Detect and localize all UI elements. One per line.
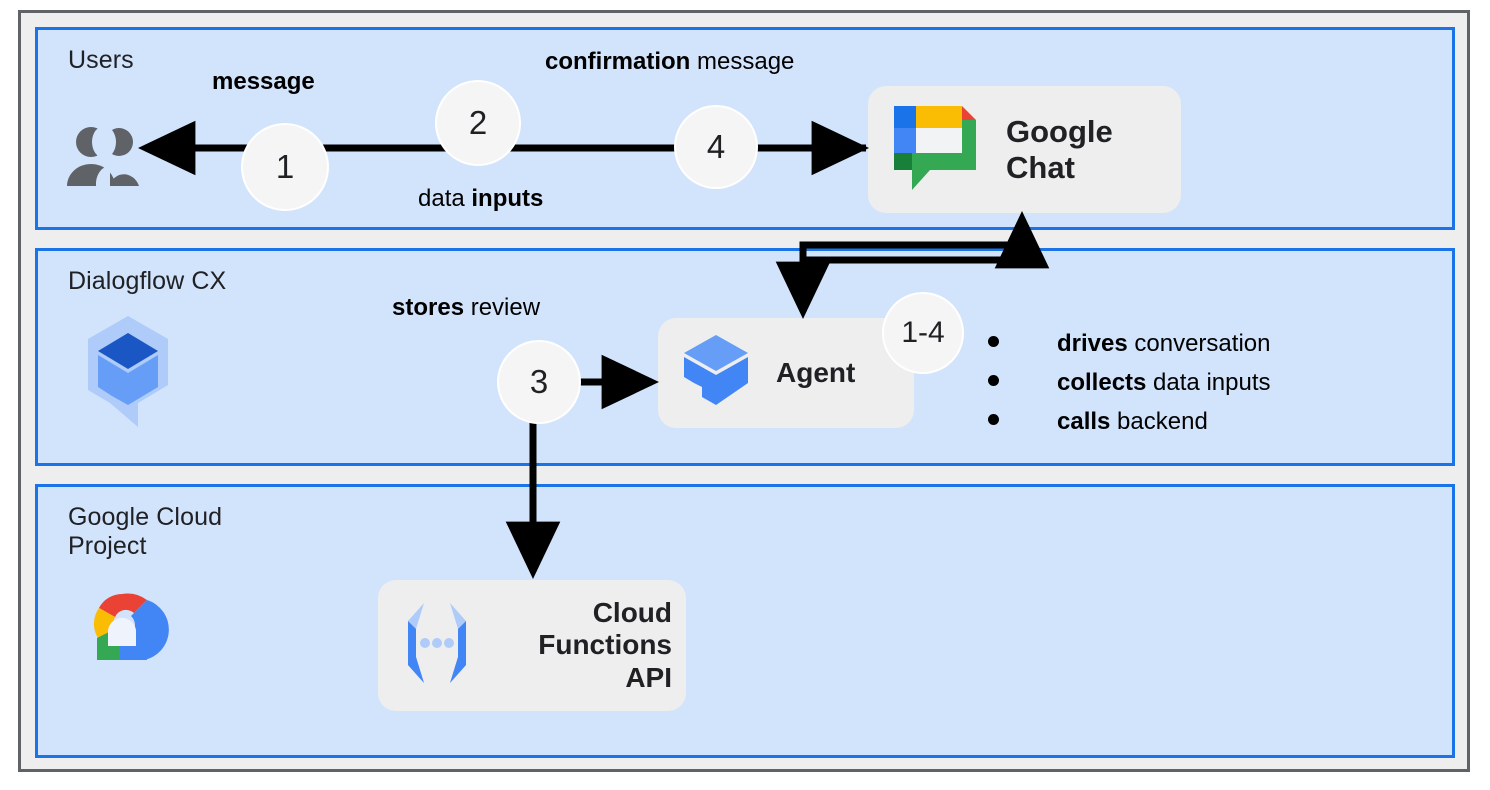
label-stores-review: stores review [392, 294, 540, 322]
dialogflow-cx-icon [80, 313, 176, 436]
list-item: calls backend [988, 408, 1388, 436]
step-badge-4: 4 [676, 107, 756, 187]
step-badge-1-4: 1-4 [884, 294, 962, 372]
node-google-chat[interactable]: Google Chat [868, 86, 1181, 213]
note-bold: calls [1057, 408, 1111, 435]
node-agent-label: Agent [776, 356, 856, 388]
dialogflow-agent-icon [680, 331, 752, 416]
node-google-chat-label: Google Chat [1006, 113, 1113, 185]
list-item: collects data inputs [988, 369, 1388, 397]
note-text: collects data inputs [1057, 369, 1270, 397]
step-badge-2: 2 [437, 82, 519, 164]
label-data-inputs: data inputs [418, 185, 543, 213]
label-message: message [212, 68, 315, 96]
step-badge-3: 3 [499, 342, 579, 422]
bullet-icon [988, 336, 999, 347]
google-cloud-icon [74, 590, 170, 671]
cloud-functions-icon [394, 597, 480, 694]
bullet-icon [988, 375, 999, 386]
label-confirmation-bold: confirmation [545, 48, 691, 75]
users-group-icon [64, 126, 142, 193]
node-cloud-functions[interactable]: Cloud Functions API [378, 580, 686, 711]
lane-dialogflow-title: Dialogflow CX [68, 267, 227, 295]
note-bold: drives [1057, 330, 1128, 357]
node-agent[interactable]: Agent [658, 318, 914, 428]
note-text: drives conversation [1057, 330, 1270, 358]
note-text: calls backend [1057, 408, 1208, 436]
agent-capability-list: drives conversation collects data inputs… [988, 330, 1388, 447]
label-confirmation-message: confirmation message [545, 48, 794, 76]
google-chat-icon [886, 98, 984, 201]
lane-gcp-title: Google Cloud Project [68, 503, 223, 561]
bullet-icon [988, 414, 999, 425]
label-data-inputs-rest: data [418, 185, 472, 212]
list-item: drives conversation [988, 330, 1388, 358]
label-stores-rest: review [464, 294, 541, 321]
step-badge-1: 1 [243, 125, 327, 209]
note-rest: data inputs [1146, 369, 1271, 396]
label-confirmation-rest: message [690, 48, 795, 75]
note-rest: conversation [1127, 330, 1271, 357]
note-rest: backend [1110, 408, 1208, 435]
node-cloud-functions-label: Cloud Functions API [538, 596, 672, 693]
lane-gcp: Google Cloud Project [35, 484, 1455, 758]
note-bold: collects [1057, 369, 1147, 396]
label-stores-bold: stores [392, 294, 465, 321]
lane-users-title: Users [68, 46, 134, 74]
label-message-bold: message [212, 68, 315, 95]
label-data-inputs-bold: inputs [471, 185, 544, 212]
